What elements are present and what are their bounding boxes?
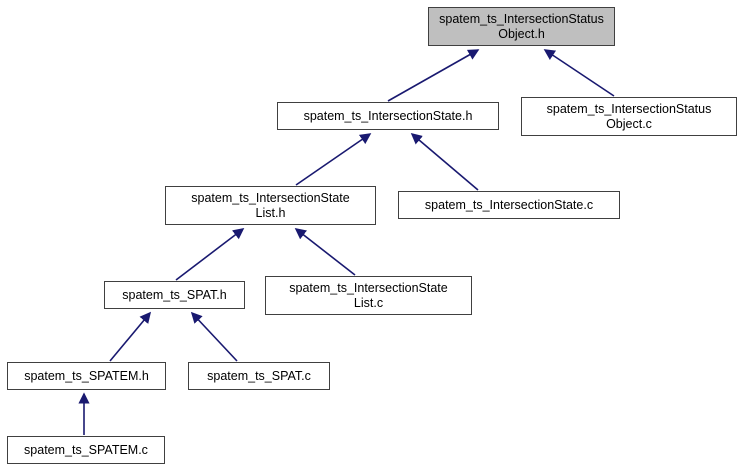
node-intersection_state_c[interactable]: spatem_ts_IntersectionState.c — [398, 191, 620, 219]
node-label-spat_c: spatem_ts_SPAT.c — [207, 368, 311, 383]
node-label-spatem_c: spatem_ts_SPATEM.c — [24, 442, 148, 457]
node-label-intersection_state_list_h: spatem_ts_IntersectionState List.h — [191, 190, 350, 220]
node-label-intersection_state_c: spatem_ts_IntersectionState.c — [424, 197, 594, 212]
edge-spat_h-to-intersection_state_list_h — [175, 228, 245, 281]
node-intersection_state_list_c[interactable]: spatem_ts_IntersectionState List.c — [265, 276, 472, 315]
edge-intersection_state_list_c-to-intersection_state_list_h — [294, 228, 356, 276]
edge-intersection_state_h-to-intersection_status_object_h — [387, 49, 480, 102]
node-intersection_status_object_c[interactable]: spatem_ts_IntersectionStatus Object.c — [521, 97, 737, 136]
node-intersection_state_h[interactable]: spatem_ts_IntersectionState.h — [277, 102, 499, 130]
edge-spat_c-to-spat_h — [190, 311, 238, 362]
node-label-spat_h: spatem_ts_SPAT.h — [122, 287, 227, 302]
node-label-intersection_state_h: spatem_ts_IntersectionState.h — [303, 108, 473, 123]
node-label-intersection_state_list_c: spatem_ts_IntersectionState List.c — [289, 280, 448, 310]
edge-spatem_h-to-spat_h — [109, 311, 152, 362]
node-intersection_status_object_h[interactable]: spatem_ts_IntersectionStatus Object.h — [428, 7, 615, 46]
node-label-intersection_status_object_c: spatem_ts_IntersectionStatus Object.c — [546, 101, 712, 131]
node-intersection_state_list_h[interactable]: spatem_ts_IntersectionState List.h — [165, 186, 376, 225]
node-label-spatem_h: spatem_ts_SPATEM.h — [24, 368, 149, 383]
edge-intersection_state_list_h-to-intersection_state_h — [295, 133, 372, 186]
node-label-intersection_status_object_h: spatem_ts_IntersectionStatus Object.h — [439, 11, 604, 41]
edge-intersection_status_object_c-to-intersection_status_object_h — [543, 49, 615, 97]
edge-intersection_state_c-to-intersection_state_h — [410, 132, 479, 191]
node-spat_c[interactable]: spatem_ts_SPAT.c — [188, 362, 330, 390]
node-spatem_c[interactable]: spatem_ts_SPATEM.c — [7, 436, 165, 464]
node-spat_h[interactable]: spatem_ts_SPAT.h — [104, 281, 245, 309]
node-spatem_h[interactable]: spatem_ts_SPATEM.h — [7, 362, 166, 390]
